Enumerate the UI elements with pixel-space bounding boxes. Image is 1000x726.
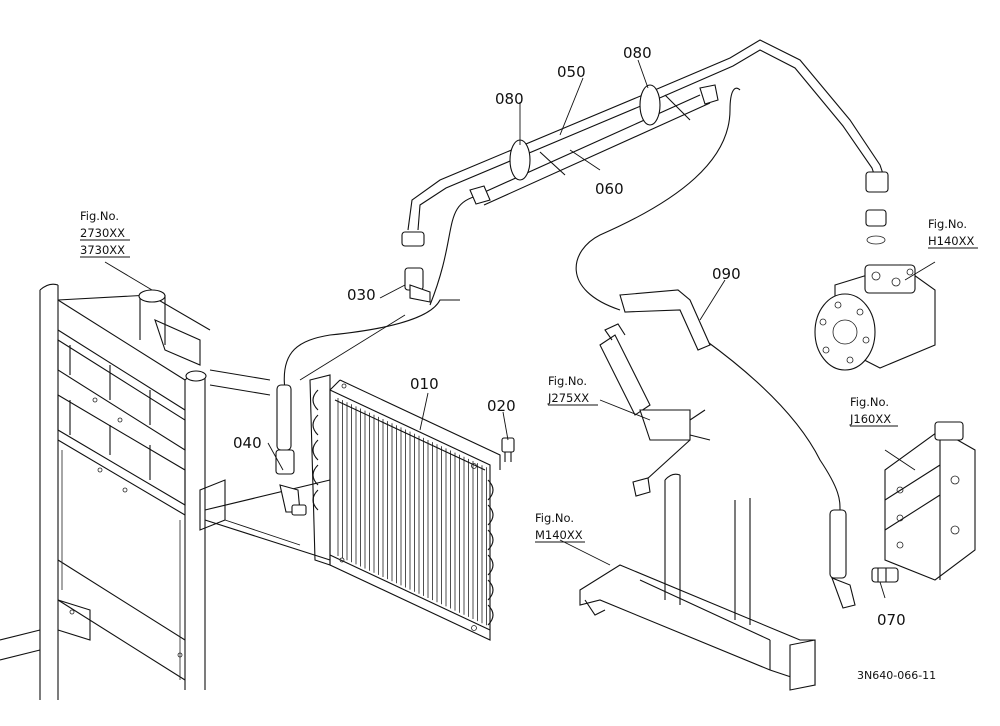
figure-ref-number: J160XX (849, 412, 891, 426)
hoses (276, 87, 856, 609)
figure-ref-2730XX: Fig.No. 2730XX 3730XX (80, 209, 130, 258)
part-labels: 010 020 030 040 050 060 070 080 080 090 (233, 44, 906, 629)
figure-ref-title: Fig.No. (548, 374, 587, 388)
figure-ref-number: 2730XX (80, 226, 125, 240)
part-label-020: 020 (487, 397, 516, 415)
figure-ref-number: 3730XX (80, 243, 125, 257)
figure-ref-H140XX: Fig.No. H140XX (928, 217, 978, 249)
elbow-030 (401, 231, 431, 303)
figure-ref-title: Fig.No. (80, 209, 119, 223)
part-label-010: 010 (410, 375, 439, 393)
figure-ref-J275XX: Fig.No. J275XX (547, 374, 598, 406)
figure-ref-title: Fig.No. (535, 511, 574, 525)
figure-ref-M140XX: Fig.No. M140XX (535, 511, 585, 543)
part-label-080-left: 080 (495, 90, 524, 108)
elbow-040 (275, 449, 307, 516)
figure-ref-number: J275XX (547, 391, 589, 405)
part-label-060: 060 (595, 180, 624, 198)
part-label-080-right: 080 (623, 44, 652, 62)
control-valve (884, 421, 976, 581)
leader-lines (104, 59, 936, 599)
part-label-040: 040 (233, 434, 262, 452)
stand-frame (579, 473, 816, 691)
union-070 (871, 567, 899, 583)
figure-ref-title: Fig.No. (850, 395, 889, 409)
part-label-030: 030 (347, 286, 376, 304)
figure-refs: Fig.No. 2730XX 3730XX Fig.No. H140XX Fig… (80, 209, 978, 543)
lift-cylinder (599, 323, 711, 497)
drawing-code: 3N640-066-11 (857, 669, 936, 682)
part-label-070: 070 (877, 611, 906, 629)
steering-unit (814, 264, 936, 371)
part-label-090: 090 (712, 265, 741, 283)
part-label-050: 050 (557, 63, 586, 81)
pipes (407, 39, 889, 245)
bolt-020 (501, 437, 515, 462)
frame-assembly (0, 283, 331, 700)
figure-ref-number: H140XX (928, 234, 974, 248)
figure-ref-title: Fig.No. (928, 217, 967, 231)
figure-ref-number: M140XX (535, 528, 583, 542)
figure-ref-J160XX: Fig.No. J160XX (849, 395, 898, 427)
oil-cooler (309, 374, 501, 641)
